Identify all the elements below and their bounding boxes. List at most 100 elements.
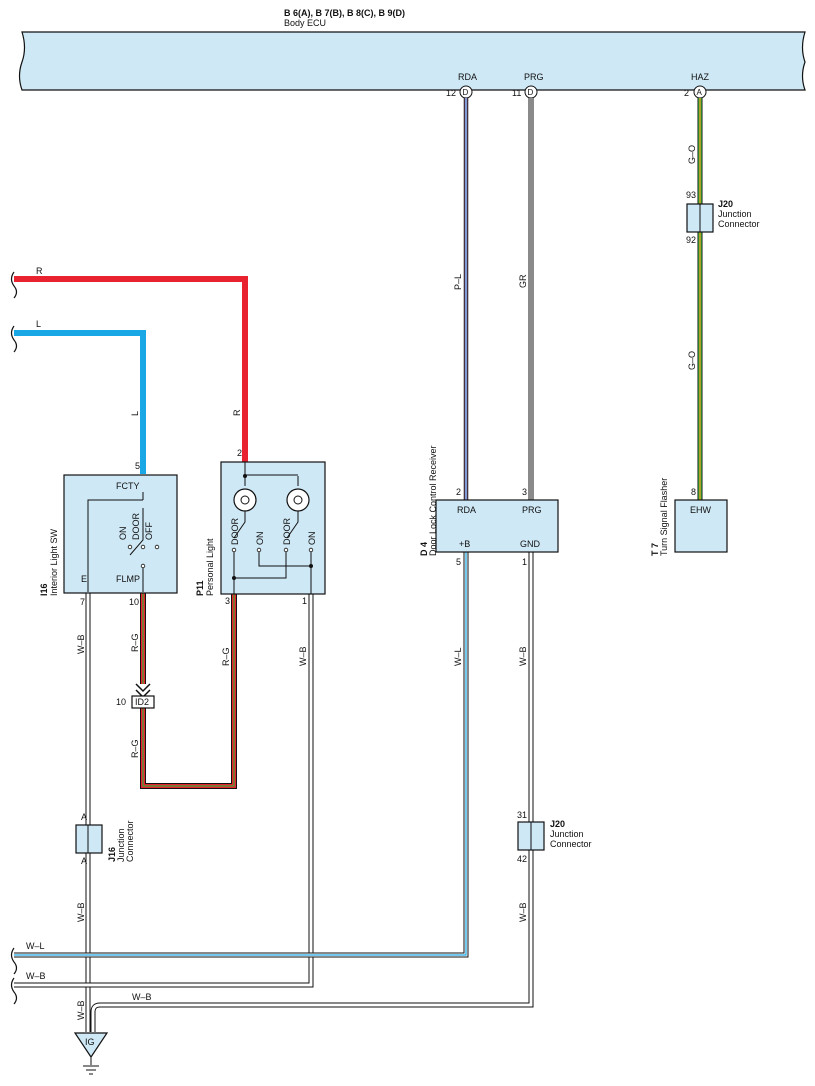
svg-text:RDA: RDA — [457, 505, 476, 515]
label-pl: P–L — [453, 274, 463, 290]
p11-personal-light: 2 3 1 DOOR ON DOOR ON P11 Personal Light — [195, 448, 326, 606]
j20-junction-connector-bottom: 31 42 J20 Junction Connector — [517, 810, 592, 864]
label-go-1: G–O — [687, 145, 697, 164]
svg-text:Personal Light: Personal Light — [205, 538, 215, 596]
svg-text:J20: J20 — [718, 199, 733, 209]
label-wb-j16: W–B — [76, 902, 86, 922]
svg-text:A: A — [81, 812, 87, 822]
wire-rg-p11 — [140, 594, 237, 789]
svg-text:PRG: PRG — [522, 505, 542, 515]
svg-text:2: 2 — [456, 487, 461, 497]
wire-wl-d4 — [14, 552, 469, 958]
wire-wb-d4 — [90, 552, 534, 1032]
svg-text:92: 92 — [686, 235, 696, 245]
svg-text:FCTY: FCTY — [116, 481, 140, 491]
svg-text:HAZ: HAZ — [691, 72, 710, 82]
svg-text:DOOR: DOOR — [282, 517, 292, 545]
svg-text:A: A — [81, 856, 87, 866]
svg-text:ON: ON — [255, 532, 265, 546]
label-wl-bottom: W–L — [26, 941, 45, 951]
i16-interior-light-switch: 5 FCTY FLMP E 7 10 ON DOOR OFF I16 Inter… — [39, 461, 178, 607]
svg-text:J20: J20 — [550, 819, 565, 829]
svg-text:GND: GND — [520, 539, 541, 549]
label-wl-d4: W–L — [453, 647, 463, 666]
label-wb-d4: W–B — [518, 646, 528, 666]
svg-text:5: 5 — [135, 461, 140, 471]
svg-text:42: 42 — [517, 854, 527, 864]
id2-connector: ID2 10 — [116, 683, 155, 709]
svg-text:Turn Signal Flasher: Turn Signal Flasher — [659, 478, 669, 556]
svg-text:2: 2 — [237, 448, 242, 458]
label-go-2: G–O — [687, 351, 697, 370]
svg-text:DOOR: DOOR — [131, 512, 141, 540]
svg-text:Door Lock Control Receiver: Door Lock Control Receiver — [428, 445, 438, 556]
svg-text:PRG: PRG — [524, 72, 544, 82]
ground-ig: IG — [73, 1032, 109, 1075]
svg-text:1: 1 — [522, 557, 527, 567]
label-wb-p11: W–B — [298, 646, 308, 666]
wire-l — [14, 330, 146, 474]
svg-text:11: 11 — [512, 88, 521, 98]
svg-text:D: D — [463, 88, 469, 97]
ecu-pin-rda: RDA 12 D — [446, 72, 477, 99]
svg-text:31: 31 — [517, 810, 527, 820]
svg-text:Junction: Junction — [718, 209, 752, 219]
label-wb-bottom-2: W–B — [132, 992, 152, 1002]
svg-text:I16: I16 — [39, 583, 49, 596]
ecu-box — [18, 31, 806, 91]
wire-wb-p11 — [14, 594, 314, 988]
svg-text:J16: J16 — [107, 847, 117, 862]
d4-door-lock-control-receiver: 2 3 RDA PRG +B GND 5 1 D 4 Door Lock Con… — [419, 445, 559, 567]
svg-text:2: 2 — [684, 88, 689, 98]
svg-text:P11: P11 — [195, 580, 205, 596]
label-rg-i16: R–G — [130, 633, 140, 652]
label-wb-i16: W–B — [76, 634, 86, 654]
label-wb-bottom-1: W–B — [26, 971, 46, 981]
svg-text:Connector: Connector — [550, 839, 592, 849]
j20-junction-connector-top: 93 92 J20 Junction Connector — [686, 190, 760, 245]
label-l-vert: L — [130, 411, 140, 416]
svg-text:D: D — [528, 88, 534, 97]
ecu-name: Body ECU — [284, 18, 326, 28]
svg-text:12: 12 — [446, 88, 456, 98]
svg-text:Junction: Junction — [116, 828, 126, 862]
svg-text:D 4: D 4 — [419, 542, 429, 556]
label-wb-bottom-3: W–B — [76, 1000, 86, 1020]
svg-text:OFF: OFF — [144, 522, 154, 540]
svg-text:3: 3 — [225, 596, 230, 606]
svg-text:3: 3 — [522, 487, 527, 497]
label-r-vert: R — [232, 409, 242, 416]
label-wb-j20: W–B — [518, 902, 528, 922]
t7-turn-signal-flasher: 8 EHW T 7 Turn Signal Flasher — [650, 478, 728, 556]
lamp-icon — [286, 488, 310, 512]
svg-text:Junction: Junction — [550, 829, 584, 839]
label-r-in: R — [36, 266, 43, 276]
svg-text:A: A — [697, 88, 703, 97]
svg-text:E: E — [81, 574, 87, 584]
svg-text:7: 7 — [80, 597, 85, 607]
label-rg-id2: R–G — [130, 739, 140, 758]
label-gr: GR — [518, 274, 528, 288]
svg-text:10: 10 — [129, 597, 139, 607]
svg-text:1: 1 — [302, 596, 307, 606]
svg-text:8: 8 — [691, 487, 696, 497]
svg-text:+B: +B — [459, 539, 470, 549]
ecu-connectors: B 6(A), B 7(B), B 8(C), B 9(D) — [284, 8, 405, 18]
svg-text:10: 10 — [116, 697, 126, 707]
svg-text:IG: IG — [85, 1037, 95, 1047]
svg-text:RDA: RDA — [458, 72, 477, 82]
svg-text:Connector: Connector — [718, 219, 760, 229]
label-l-in: L — [36, 319, 41, 329]
j16-junction-connector: A A J16 Junction Connector — [75, 812, 135, 866]
svg-text:ID2: ID2 — [135, 697, 149, 707]
svg-text:ON: ON — [307, 532, 317, 546]
svg-text:T 7: T 7 — [650, 543, 660, 556]
svg-text:DOOR: DOOR — [230, 517, 240, 545]
ecu-pin-haz: HAZ 2 A — [684, 72, 710, 99]
svg-text:ON: ON — [118, 527, 128, 541]
wire-r — [14, 276, 248, 462]
svg-text:FLMP: FLMP — [116, 574, 140, 584]
lamp-icon — [233, 488, 257, 512]
ecu-pin-prg: PRG 11 D — [512, 72, 544, 99]
